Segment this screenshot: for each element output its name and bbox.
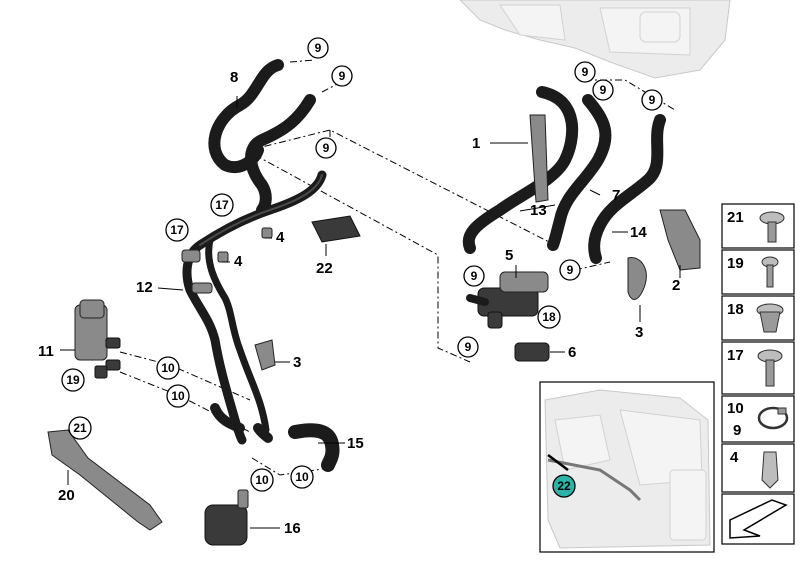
valve-11 bbox=[74, 299, 121, 379]
hose-7 bbox=[547, 94, 612, 251]
callout-9-i: 9 bbox=[457, 336, 479, 358]
svg-text:10: 10 bbox=[161, 361, 175, 375]
callout-17-a: 17 bbox=[210, 193, 234, 217]
svg-text:18: 18 bbox=[727, 301, 744, 318]
callout-10-a: 10 bbox=[156, 356, 180, 380]
legend-item-17: 17 bbox=[721, 341, 795, 395]
arrow-icon bbox=[729, 499, 788, 539]
cap-6 bbox=[514, 342, 550, 362]
hose-8 bbox=[208, 59, 316, 216]
label-1: 1 bbox=[472, 135, 480, 152]
svg-text:9: 9 bbox=[471, 269, 478, 283]
label-6: 6 bbox=[568, 344, 576, 361]
label-22: 22 bbox=[316, 260, 333, 277]
label-15: 15 bbox=[347, 435, 364, 452]
callout-9-h: 9 bbox=[559, 259, 581, 281]
svg-text:9: 9 bbox=[582, 65, 589, 79]
legend-item-18: 18 bbox=[721, 295, 795, 341]
legend-item-19: 19 bbox=[721, 249, 795, 295]
callout-21: 21 bbox=[68, 416, 92, 440]
callout-9-f: 9 bbox=[641, 89, 663, 111]
svg-text:10: 10 bbox=[727, 400, 744, 417]
valve-5 bbox=[466, 271, 549, 329]
label-13: 13 bbox=[530, 202, 547, 219]
svg-text:9: 9 bbox=[465, 340, 472, 354]
leader-lines bbox=[60, 96, 681, 529]
callout-10-d: 10 bbox=[290, 465, 314, 489]
svg-text:21: 21 bbox=[727, 209, 744, 226]
holder-3-left bbox=[254, 339, 276, 371]
legend-item-21: 21 bbox=[721, 203, 795, 249]
svg-text:22: 22 bbox=[557, 479, 571, 493]
callout-9-d: 9 bbox=[574, 61, 596, 83]
label-2: 2 bbox=[672, 277, 680, 294]
svg-text:9: 9 bbox=[339, 69, 346, 83]
callout-10-b: 10 bbox=[166, 384, 190, 408]
engine-ghost-top bbox=[459, 0, 731, 79]
svg-text:9: 9 bbox=[567, 263, 574, 277]
bracket-2 bbox=[659, 209, 701, 271]
label-7: 7 bbox=[612, 187, 620, 204]
svg-text:10: 10 bbox=[255, 473, 269, 487]
svg-text:17: 17 bbox=[215, 198, 229, 212]
callout-9-c: 9 bbox=[315, 137, 337, 159]
callout-18: 18 bbox=[537, 305, 561, 329]
label-11: 11 bbox=[38, 343, 54, 360]
part-labels: 1 2 3 3 5 6 7 8 11 12 13 14 15 16 20 22 … bbox=[38, 69, 680, 537]
label-3-right: 3 bbox=[635, 324, 643, 341]
hose-12-assembly bbox=[181, 170, 327, 445]
label-16: 16 bbox=[284, 520, 301, 537]
svg-text:19: 19 bbox=[66, 373, 80, 387]
callout-9-b: 9 bbox=[331, 65, 353, 87]
pump-16 bbox=[204, 489, 249, 546]
callout-9-a: 9 bbox=[307, 37, 329, 59]
label-8: 8 bbox=[230, 69, 238, 86]
bracket-1 bbox=[529, 114, 549, 203]
fastener-legend: 21 19 18 17 10 9 bbox=[721, 203, 795, 545]
callout-9-e: 9 bbox=[592, 79, 614, 101]
svg-text:9: 9 bbox=[733, 422, 741, 439]
hose-15 bbox=[288, 423, 340, 472]
svg-text:9: 9 bbox=[649, 93, 656, 107]
svg-text:17: 17 bbox=[727, 347, 744, 364]
hose-14 bbox=[588, 114, 666, 264]
svg-text:18: 18 bbox=[542, 310, 556, 324]
callout-22-inset: 22 bbox=[552, 474, 576, 498]
label-4b: 4 bbox=[234, 253, 243, 270]
callout-10-c: 10 bbox=[250, 468, 274, 492]
svg-text:19: 19 bbox=[727, 255, 744, 272]
svg-text:21: 21 bbox=[73, 421, 87, 435]
svg-text:9: 9 bbox=[323, 141, 330, 155]
inset-view: 22 bbox=[539, 381, 715, 553]
svg-text:9: 9 bbox=[315, 41, 322, 55]
svg-text:4: 4 bbox=[730, 449, 739, 466]
label-12: 12 bbox=[136, 279, 153, 296]
legend-item-4: 4 bbox=[721, 443, 795, 493]
label-20: 20 bbox=[58, 487, 75, 504]
svg-text:17: 17 bbox=[170, 223, 184, 237]
legend-item-10-9: 10 9 bbox=[721, 395, 795, 443]
callout-17-b: 17 bbox=[165, 218, 189, 242]
bracket-20 bbox=[47, 429, 163, 531]
legend-item-arrow bbox=[721, 493, 795, 545]
label-3-left: 3 bbox=[293, 354, 301, 371]
label-14: 14 bbox=[630, 224, 647, 241]
pad-22 bbox=[311, 215, 361, 243]
label-4a: 4 bbox=[276, 229, 285, 246]
callout-19: 19 bbox=[61, 368, 85, 392]
callout-9-g: 9 bbox=[463, 265, 485, 287]
label-5: 5 bbox=[505, 247, 513, 264]
svg-text:10: 10 bbox=[171, 389, 185, 403]
callouts: 9 9 9 9 9 9 9 9 9 10 10 10 10 17 17 18 1… bbox=[61, 37, 663, 492]
holder-3-right bbox=[627, 257, 647, 300]
svg-text:10: 10 bbox=[295, 470, 309, 484]
svg-text:9: 9 bbox=[600, 83, 607, 97]
